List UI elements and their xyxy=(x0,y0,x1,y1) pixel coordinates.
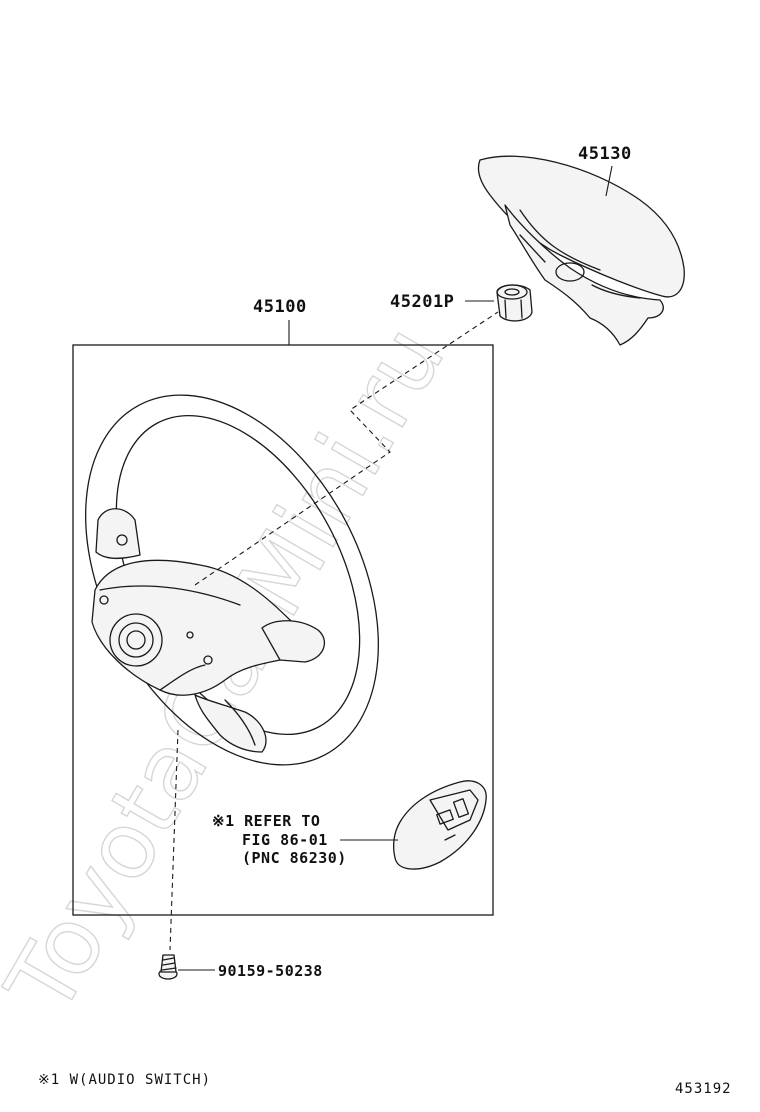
part-label-45201P[interactable]: 45201P xyxy=(390,292,454,312)
part-label-90159-50238[interactable]: 90159-50238 xyxy=(218,962,323,980)
dashed-guide-screw xyxy=(169,729,179,951)
steering-wheel-illustration xyxy=(85,394,379,766)
footnote-text: ※1 W(AUDIO SWITCH) xyxy=(38,1072,211,1088)
leader-45130 xyxy=(605,165,613,197)
part-label-45100[interactable]: 45100 xyxy=(253,297,307,317)
reference-line-3: (PNC 86230) xyxy=(242,849,347,867)
horn-pad-illustration xyxy=(477,155,685,346)
part-label-45130[interactable]: 45130 xyxy=(578,144,632,164)
figure-number: 453192 xyxy=(675,1081,732,1097)
screw-illustration xyxy=(158,954,178,980)
dashed-guide-nut xyxy=(194,311,499,586)
nut-illustration xyxy=(496,284,533,322)
audio-switch-illustration xyxy=(393,780,487,870)
reference-line-1: ※1 REFER TO xyxy=(212,812,320,830)
reference-line-2[interactable]: FIG 86-01 xyxy=(242,831,328,849)
assembly-frame xyxy=(72,344,494,916)
